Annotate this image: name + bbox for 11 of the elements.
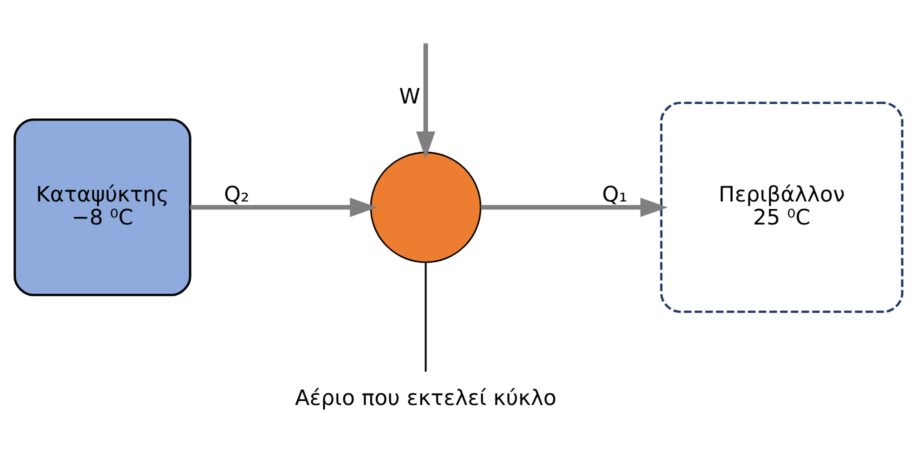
arrow: [480, 197, 668, 216]
edge-label: Q₁: [602, 182, 628, 208]
edge-label: W: [399, 84, 420, 109]
node-text: Αέριο που εκτελεί κύκλο: [294, 386, 556, 411]
connector: [424, 262, 427, 372]
node-circle: [370, 151, 482, 262]
node-box: Καταψύκτης −8 ⁰C: [14, 118, 192, 296]
node-box: Περιβάλλον 25 ⁰C: [660, 101, 904, 312]
arrow: [416, 42, 436, 158]
edge-label: Q₂: [224, 182, 250, 208]
arrow: [190, 197, 378, 216]
